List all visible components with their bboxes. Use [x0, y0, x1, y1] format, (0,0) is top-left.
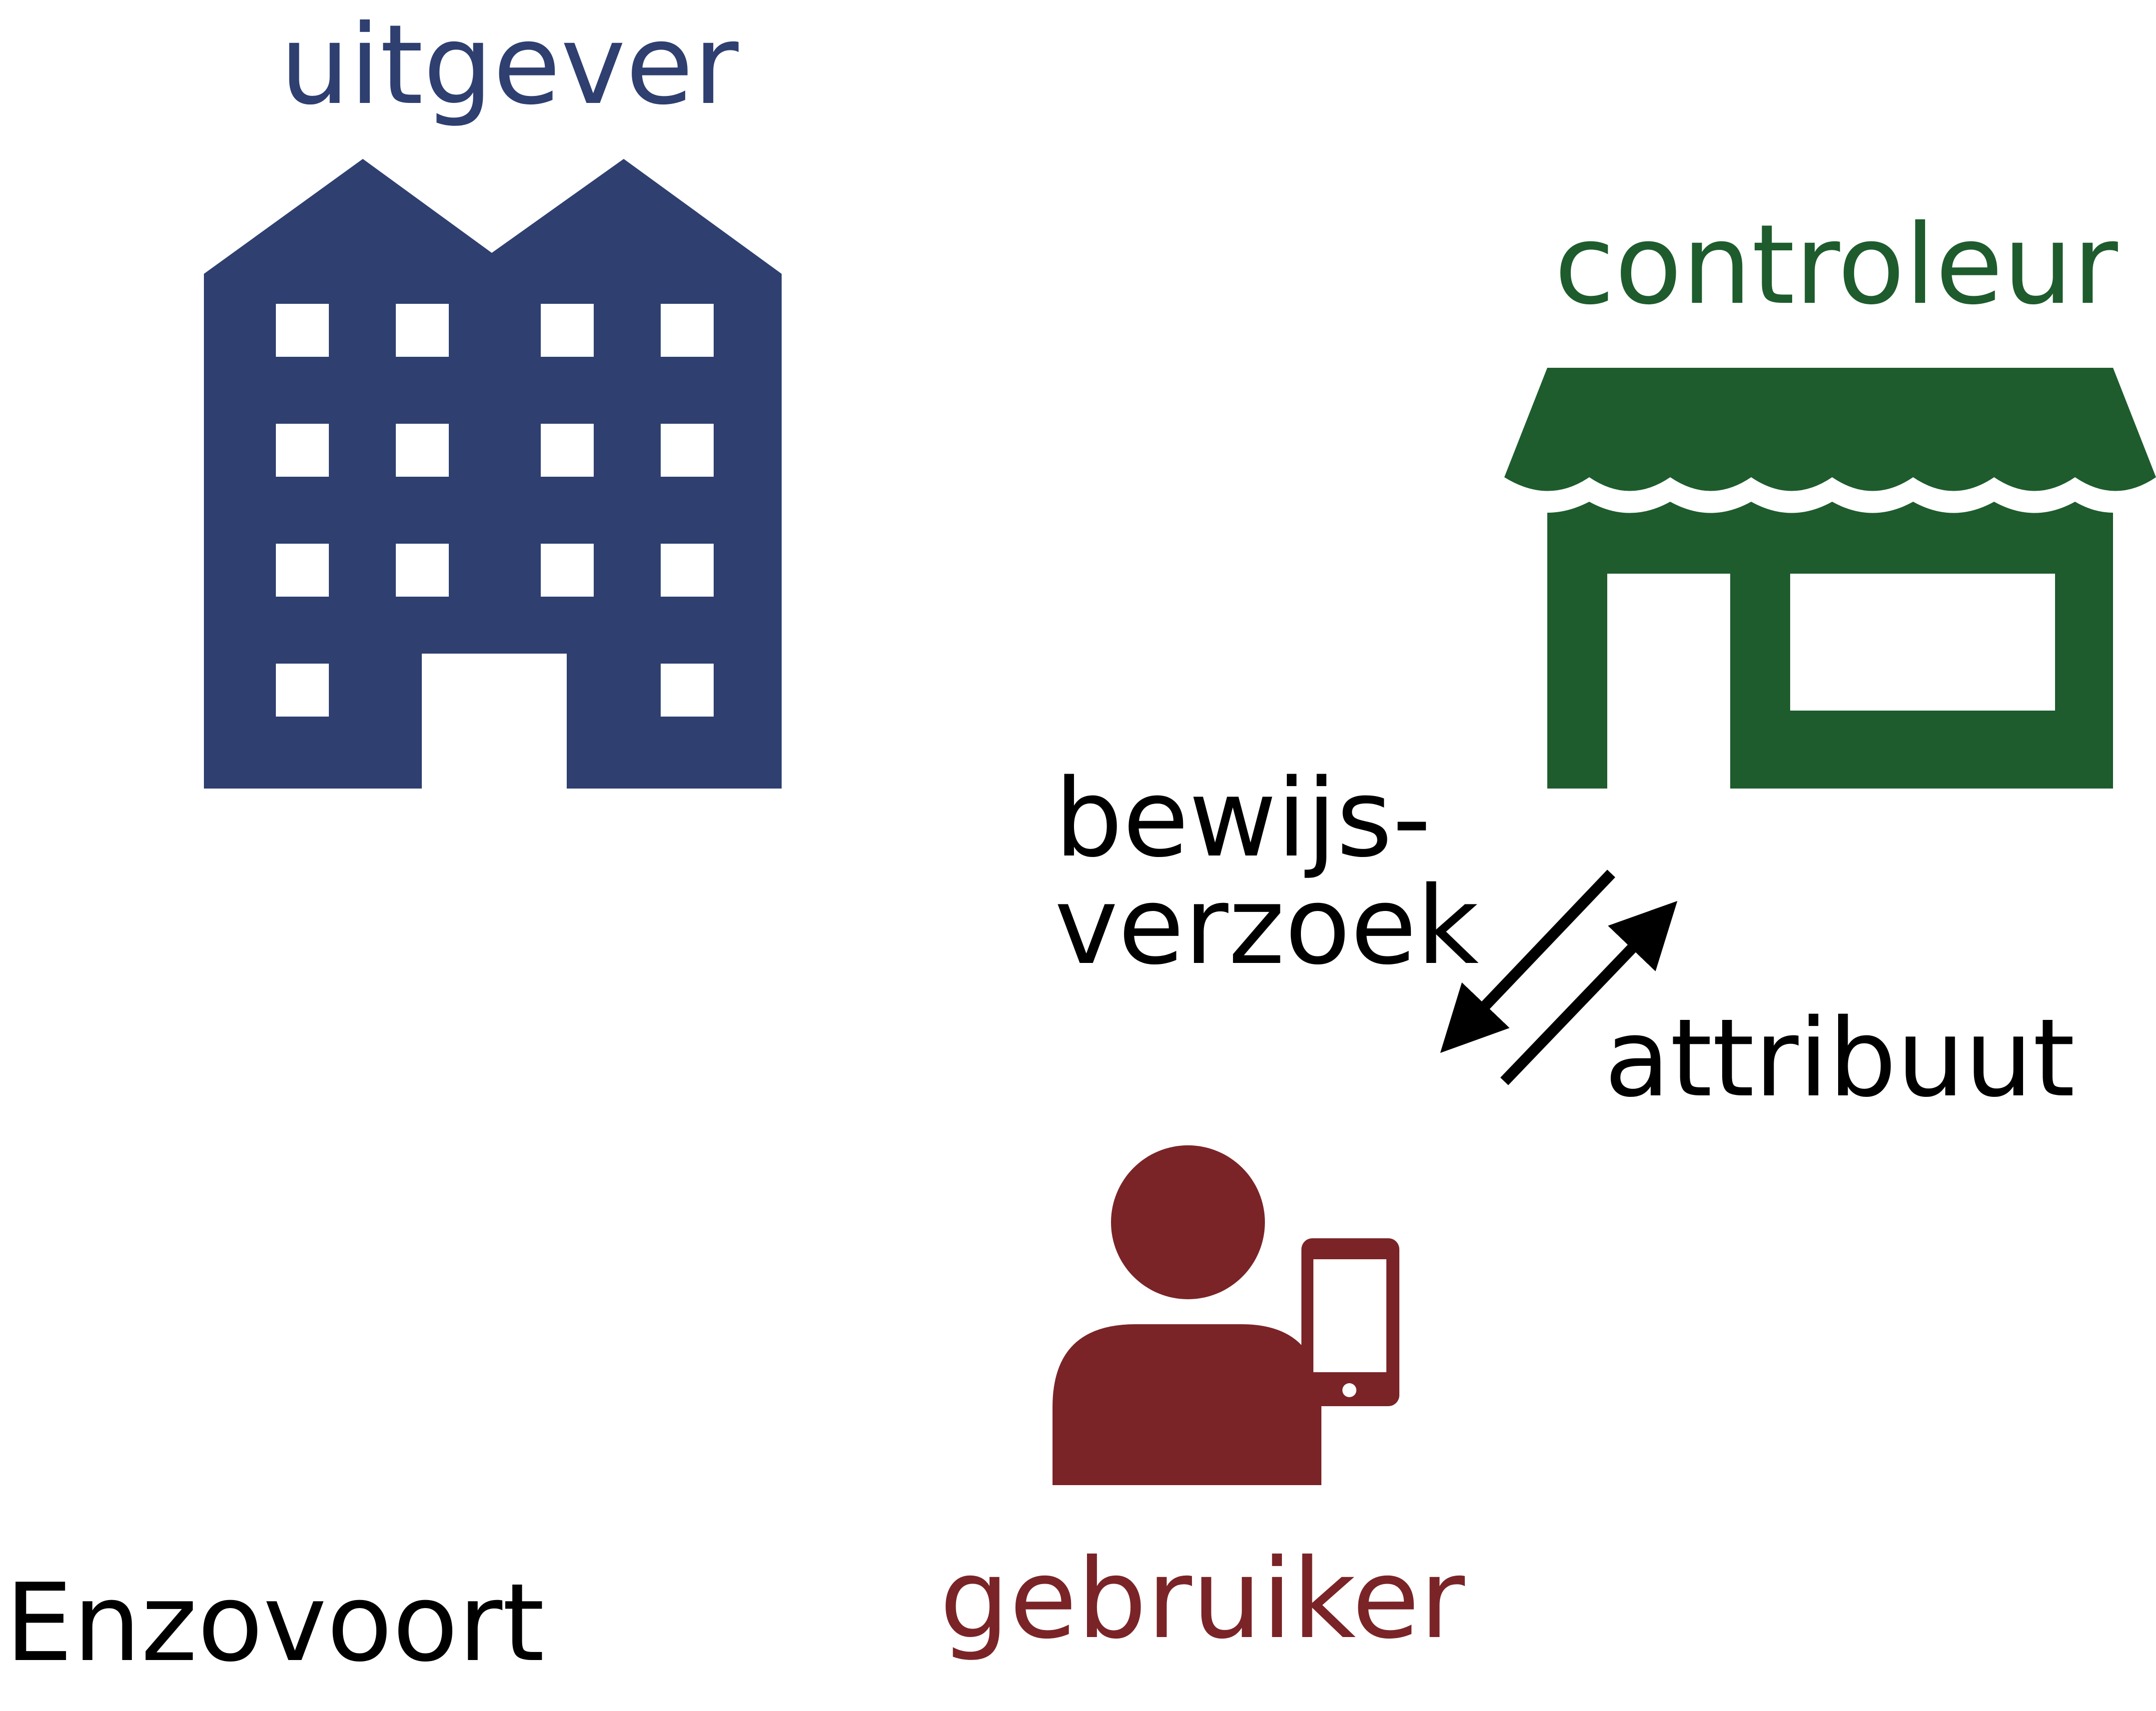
shop-window [1790, 574, 2055, 711]
footer-text: Enzovoort [5, 1560, 545, 1686]
request-arrow [1440, 869, 1615, 1053]
phone-icon [1301, 1238, 1399, 1406]
issuer-label: uitgever [280, 1, 739, 129]
exchange-arrows [1440, 869, 1678, 1085]
person-body [1053, 1324, 1321, 1485]
user-label: gebruiker [940, 1535, 1465, 1663]
shop-awning [1504, 368, 2156, 491]
building-windows [276, 304, 714, 717]
response-arrow [1500, 900, 1678, 1085]
verifier-label: controleur [1554, 201, 2118, 329]
attribute-label: attribuut [1604, 995, 2075, 1121]
proof-request-label: bewijs- verzoek [1055, 756, 1479, 988]
shop-storefront-icon [1504, 368, 2156, 789]
person-head [1111, 1145, 1265, 1299]
office-building-icon [204, 159, 782, 789]
person-with-phone-icon [1053, 1145, 1399, 1485]
